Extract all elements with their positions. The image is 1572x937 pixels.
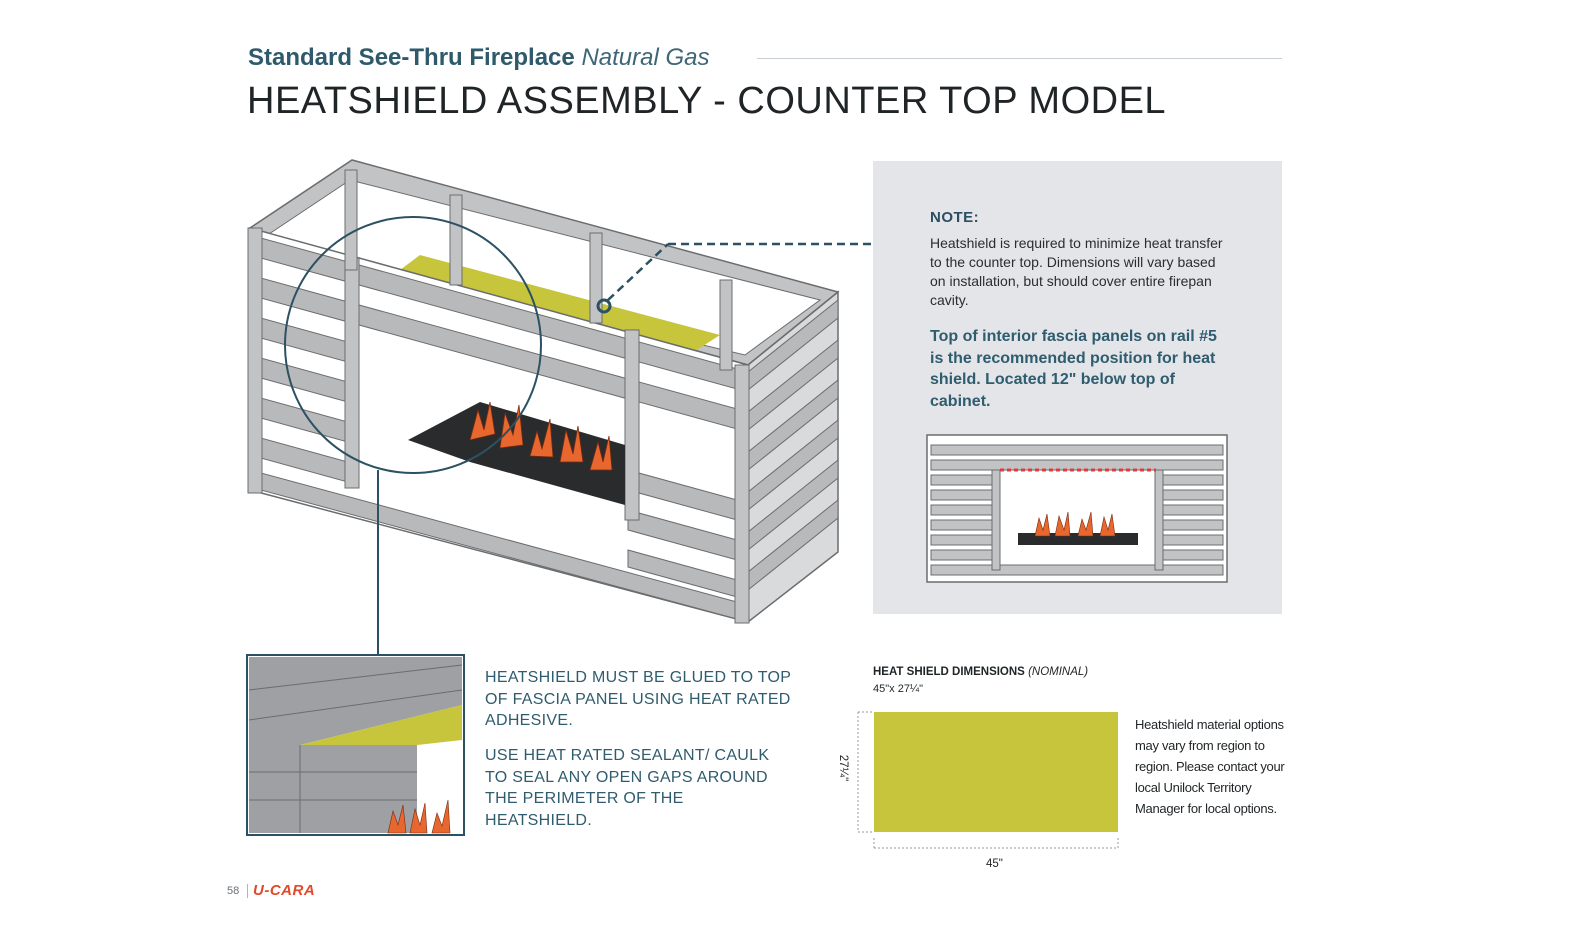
footer-divider (247, 884, 248, 898)
front-view-illustration (926, 434, 1228, 583)
dimensions-title: HEAT SHIELD DIMENSIONS (NOMINAL) (873, 666, 1089, 678)
brand-logo: U-CARA (253, 882, 316, 899)
glue-instruction: HEATSHIELD MUST BE GLUED TO TOP OF FASCI… (485, 669, 791, 729)
dimensions-nominal: 45"x 27¼" (873, 683, 924, 695)
material-note: Heatshield material options may vary fro… (1135, 717, 1285, 816)
heatshield-swatch (874, 712, 1118, 832)
note-body: Heatshield is required to minimize heat … (930, 235, 1223, 308)
page-number: 58 (227, 885, 240, 897)
dimension-height-label: 27¼" (837, 754, 850, 782)
page-title: HEATSHIELD ASSEMBLY - COUNTER TOP MODEL (247, 80, 1167, 122)
cabinet-frame-illustration (247, 159, 872, 655)
note-heading: NOTE: (930, 209, 980, 226)
dimension-width-label: 45" (986, 858, 1003, 870)
detail-inset-illustration (246, 654, 465, 836)
note-highlight: Top of interior fascia panels on rail #5… (930, 328, 1217, 410)
dimension-lines (857, 711, 1119, 849)
header-rule (757, 58, 1282, 59)
sealant-instruction: USE HEAT RATED SEALANT/ CAULK TO SEAL AN… (485, 747, 770, 829)
subtitle: Standard See-Thru Fireplace Natural Gas (248, 44, 710, 71)
